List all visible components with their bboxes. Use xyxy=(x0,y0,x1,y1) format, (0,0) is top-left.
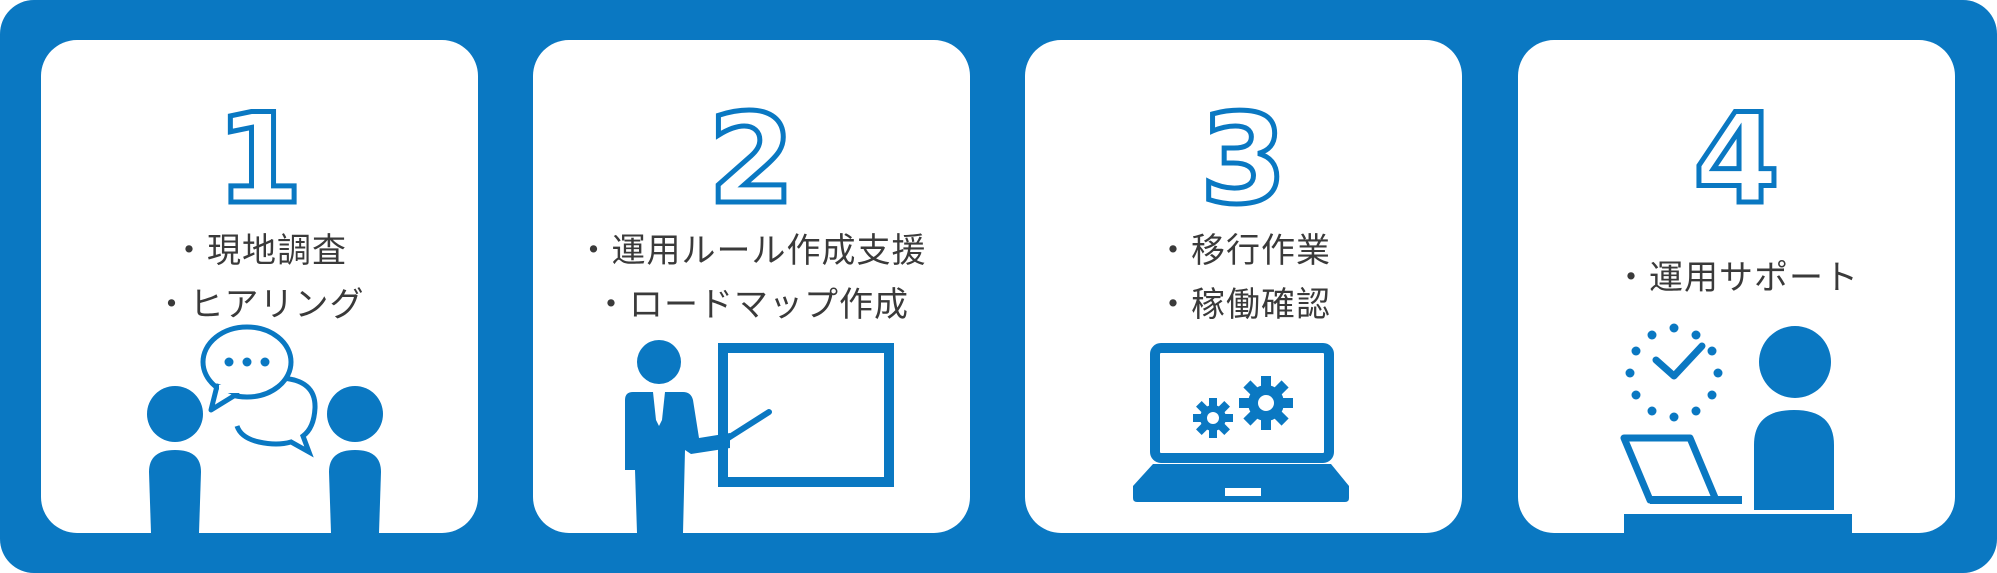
step-card-4: 4 ・運用サポート xyxy=(1518,40,1955,533)
step-text: ・移行作業 ・稼働確認 xyxy=(1025,218,1462,338)
step-line: ・ロードマップ作成 xyxy=(594,285,909,325)
step-number: 3 xyxy=(1198,88,1289,233)
step-line: ・移行作業 xyxy=(1156,231,1331,271)
step-card-1: 1 ・現地調査 ・ヒアリング xyxy=(41,40,478,533)
step-line: ・ヒアリング xyxy=(154,285,365,325)
presentation-icon xyxy=(625,340,894,533)
step-line: ・稼働確認 xyxy=(1156,285,1331,325)
step-line: ・運用ルール作成支援 xyxy=(576,231,927,271)
step-line: ・運用サポート xyxy=(1614,258,1859,298)
step-text: ・運用サポート xyxy=(1518,218,1955,338)
step-number: 4 xyxy=(1691,88,1782,233)
step-card-3: 3 ・移行作業 ・稼働確認 xyxy=(1025,40,1462,533)
step-number: 1 xyxy=(214,88,305,233)
step-text: ・運用ルール作成支援 ・ロードマップ作成 xyxy=(533,218,970,338)
support-clock-icon xyxy=(1620,323,1852,533)
conversation-icon xyxy=(147,324,383,533)
step-card-2: 2 ・運用ルール作成支援 ・ロードマップ作成 xyxy=(533,40,970,533)
step-number: 2 xyxy=(706,88,797,233)
step-text: ・現地調査 ・ヒアリング xyxy=(41,218,478,338)
laptop-gears-icon xyxy=(1133,343,1349,502)
step-line: ・現地調査 xyxy=(172,231,347,271)
